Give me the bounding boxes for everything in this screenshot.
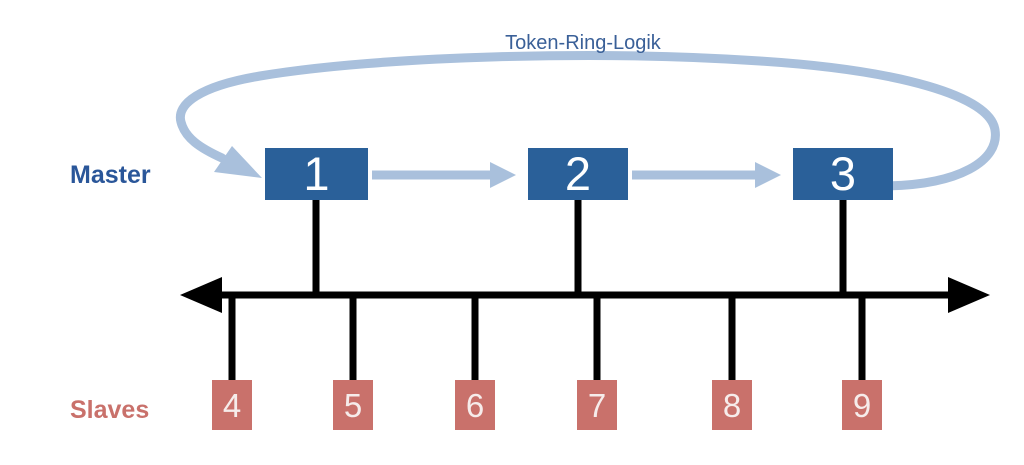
slave-6-box[interactable] <box>455 380 495 430</box>
slave-drop-lines-group <box>228 292 866 383</box>
master-2-number: 2 <box>565 147 591 200</box>
slave-8-number: 8 <box>723 387 741 424</box>
master-3-number: 3 <box>830 147 856 200</box>
master-1-box[interactable] <box>265 148 368 200</box>
slave-6-number: 6 <box>466 387 484 424</box>
slave-8[interactable]: 8 <box>712 380 752 430</box>
bus-arrowhead-right <box>948 277 990 313</box>
ring-arrow-2-to-3-head <box>755 162 781 188</box>
slave-5-box[interactable] <box>333 380 373 430</box>
master-1[interactable]: 1 <box>265 147 368 200</box>
slave-8-box[interactable] <box>712 380 752 430</box>
master-2-box[interactable] <box>528 148 628 200</box>
slave-5-number: 5 <box>344 387 362 424</box>
master-1-number: 1 <box>303 147 329 200</box>
master-drop-lines-group <box>312 198 847 298</box>
slave-4-box[interactable] <box>212 380 252 430</box>
token-ring-loop-group <box>175 51 1000 191</box>
slave-9[interactable]: 9 <box>842 380 882 430</box>
slave-7-number: 7 <box>588 387 606 424</box>
ring-loop-3-to-1-path <box>175 51 1000 191</box>
slave-6[interactable]: 6 <box>455 380 495 430</box>
slave-9-number: 9 <box>853 387 871 424</box>
slave-9-box[interactable] <box>842 380 882 430</box>
ring-arrow-1-to-2 <box>372 162 516 188</box>
master-row-label: Master <box>70 161 151 189</box>
master-3[interactable]: 3 <box>793 147 893 200</box>
diagram-title: Token-Ring-Logik <box>505 32 662 54</box>
slave-7[interactable]: 7 <box>577 380 617 430</box>
ring-loop-arrowhead <box>214 146 262 178</box>
master-2[interactable]: 2 <box>528 147 628 200</box>
bus-arrowhead-left <box>180 277 222 313</box>
slave-4[interactable]: 4 <box>212 380 252 430</box>
master-3-box[interactable] <box>793 148 893 200</box>
bus-line-group <box>180 277 990 313</box>
slave-7-box[interactable] <box>577 380 617 430</box>
slave-4-number: 4 <box>223 387 241 424</box>
slave-5[interactable]: 5 <box>333 380 373 430</box>
ring-arrow-1-to-2-head <box>490 162 516 188</box>
slaves-row-label: Slaves <box>70 396 149 424</box>
ring-arrow-2-to-3 <box>632 162 781 188</box>
